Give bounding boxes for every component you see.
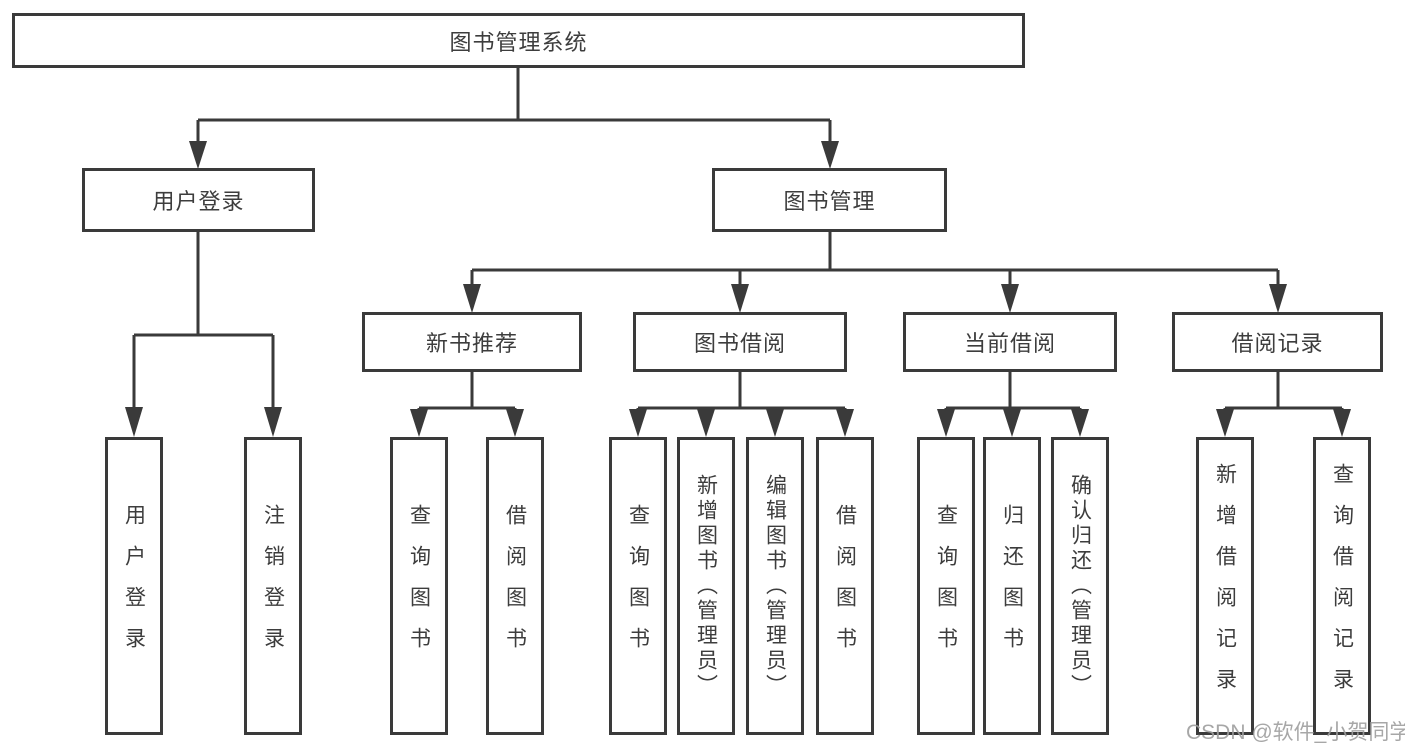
- node-borrowing-records-label: 借阅记录: [1231, 331, 1324, 356]
- leaf-query-books-2: 查询图书: [609, 437, 667, 735]
- arrowhead: [629, 409, 647, 437]
- leaf-query-borrow-record: 查询借阅记录: [1313, 437, 1371, 735]
- node-book-management-label: 图书管理: [783, 189, 876, 214]
- arrowhead: [506, 409, 524, 437]
- connector-root: [196, 68, 832, 146]
- arrowhead: [731, 284, 749, 313]
- node-book-borrowing: 图书借阅: [633, 312, 847, 372]
- leaf-add-book-admin: 新增图书（管理员）: [677, 437, 735, 735]
- arrowhead: [836, 409, 854, 437]
- connector-user-login: [132, 232, 275, 412]
- leaf-confirm-return-admin: 确认归还（管理员）: [1051, 437, 1109, 735]
- leaf-label: 查询图书: [934, 504, 958, 668]
- node-current-borrowing: 当前借阅: [903, 312, 1117, 372]
- arrowhead: [1001, 284, 1019, 313]
- arrowhead: [410, 409, 428, 437]
- node-user-login-label: 用户登录: [152, 189, 245, 214]
- leaf-label: 用户登录: [122, 504, 146, 668]
- arrowhead: [125, 407, 143, 437]
- arrowhead: [766, 409, 784, 437]
- leaf-add-borrow-record: 新增借阅记录: [1196, 437, 1254, 735]
- watermark: CSDN @软件_小贺同学: [1186, 721, 1405, 744]
- leaf-label: 借阅图书: [503, 504, 527, 668]
- arrowhead: [821, 141, 839, 169]
- leaf-borrow-books-1: 借阅图书: [486, 437, 544, 735]
- arrowhead: [937, 409, 955, 437]
- arrowhead: [1333, 409, 1351, 437]
- leaf-label: 查询图书: [407, 504, 431, 668]
- leaf-label: 新增图书（管理员）: [694, 473, 718, 699]
- arrowhead: [1216, 409, 1234, 437]
- leaf-logout: 注销登录: [244, 437, 302, 735]
- arrowhead: [189, 141, 207, 169]
- leaf-query-books-3: 查询图书: [917, 437, 975, 735]
- leaf-edit-book-admin: 编辑图书（管理员）: [746, 437, 804, 735]
- connector-book-management: [470, 232, 1280, 290]
- leaf-label: 归还图书: [1000, 504, 1024, 668]
- leaf-label: 查询借阅记录: [1330, 463, 1354, 709]
- leaf-user-login: 用户登录: [105, 437, 163, 735]
- connector-borrowing-records: [1223, 372, 1344, 414]
- leaf-return-books: 归还图书: [983, 437, 1041, 735]
- leaf-label: 注销登录: [261, 504, 285, 668]
- leaf-label: 确认归还（管理员）: [1068, 473, 1092, 699]
- node-root-label: 图书管理系统: [449, 29, 588, 55]
- node-new-books: 新书推荐: [362, 312, 582, 372]
- arrowhead: [697, 409, 715, 437]
- node-new-books-label: 新书推荐: [425, 331, 518, 356]
- leaf-label: 借阅图书: [833, 504, 857, 668]
- arrowhead: [1071, 409, 1089, 437]
- connector-current-borrowing: [944, 372, 1082, 414]
- arrowhead: [1003, 409, 1021, 437]
- leaf-query-books-1: 查询图书: [390, 437, 448, 735]
- arrowhead: [1269, 284, 1287, 313]
- leaf-borrow-books-2: 借阅图书: [816, 437, 874, 735]
- leaf-label: 新增借阅记录: [1213, 463, 1237, 709]
- leaf-label: 编辑图书（管理员）: [763, 473, 787, 699]
- leaf-label: 查询图书: [626, 504, 650, 668]
- node-root: 图书管理系统: [12, 13, 1025, 68]
- node-borrowing-records: 借阅记录: [1172, 312, 1383, 372]
- node-current-borrowing-label: 当前借阅: [963, 331, 1056, 356]
- connector-book-borrowing: [636, 372, 847, 414]
- connector-new-books: [417, 372, 517, 414]
- node-book-management: 图书管理: [712, 168, 947, 232]
- node-book-borrowing-label: 图书借阅: [693, 331, 786, 356]
- arrowhead: [264, 407, 282, 437]
- arrowhead: [463, 284, 481, 313]
- node-user-login: 用户登录: [82, 168, 315, 232]
